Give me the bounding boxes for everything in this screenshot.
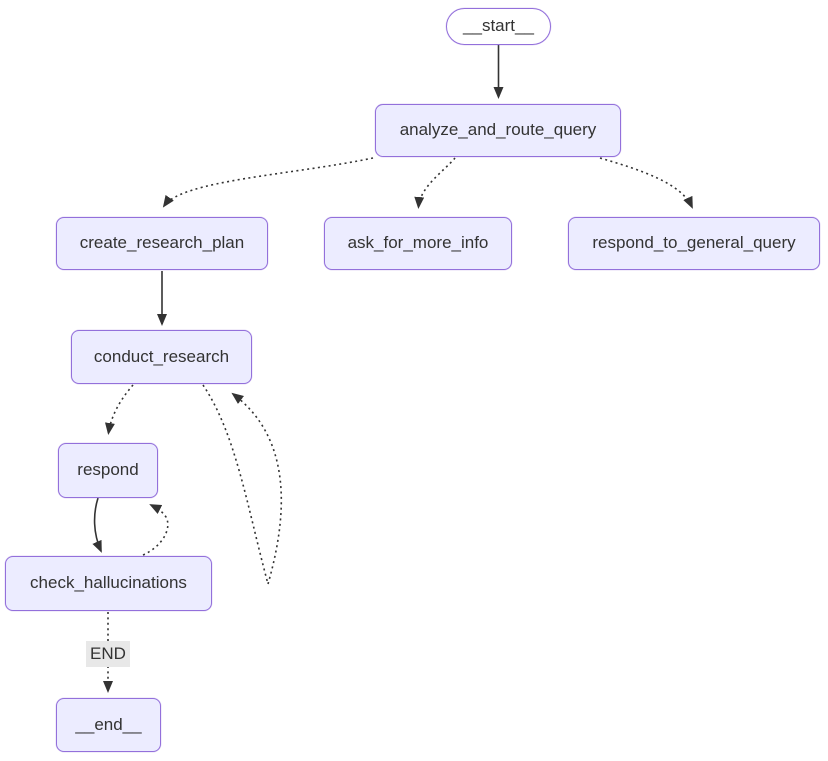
edge-analyze-to-ask-for-more-info bbox=[414, 157, 456, 209]
node-respond-general-label: respond_to_general_query bbox=[592, 233, 796, 253]
edge-analyze-to-create-research-plan bbox=[162, 157, 374, 208]
node-ask-for-more-info: ask_for_more_info bbox=[324, 217, 512, 270]
node-start-label: __start__ bbox=[463, 16, 534, 36]
node-respond: respond bbox=[58, 443, 158, 498]
edge-label-end-text: END bbox=[90, 644, 126, 663]
node-respond-label: respond bbox=[77, 460, 139, 480]
node-check-hallucinations: check_hallucinations bbox=[5, 556, 212, 611]
node-end-label: __end__ bbox=[75, 714, 142, 734]
node-analyze-and-route-query: analyze_and_route_query bbox=[375, 104, 621, 157]
node-create-research-plan: create_research_plan bbox=[56, 217, 268, 270]
edge-analyze-to-respond-to-general-query bbox=[599, 157, 693, 209]
node-check-label: check_hallucinations bbox=[30, 573, 187, 593]
node-start: __start__ bbox=[446, 8, 551, 45]
node-respond-to-general-query: respond_to_general_query bbox=[568, 217, 820, 270]
node-conduct-label: conduct_research bbox=[93, 346, 230, 366]
edge-conduct-research-self-loop-out bbox=[202, 384, 269, 585]
node-end: __end__ bbox=[56, 698, 161, 752]
node-create-label: create_research_plan bbox=[79, 233, 245, 253]
edge-check-hallucinations-to-respond bbox=[142, 504, 169, 556]
node-ask-label: ask_for_more_info bbox=[347, 233, 489, 253]
node-analyze-label: analyze_and_route_query bbox=[399, 120, 597, 140]
edge-conduct-research-self-loop-back bbox=[231, 392, 283, 585]
edge-conduct-research-to-respond bbox=[105, 384, 134, 435]
node-conduct-research: conduct_research bbox=[71, 330, 252, 384]
edge-respond-to-check-hallucinations bbox=[92, 497, 102, 553]
edge-label-end: END bbox=[86, 641, 130, 667]
